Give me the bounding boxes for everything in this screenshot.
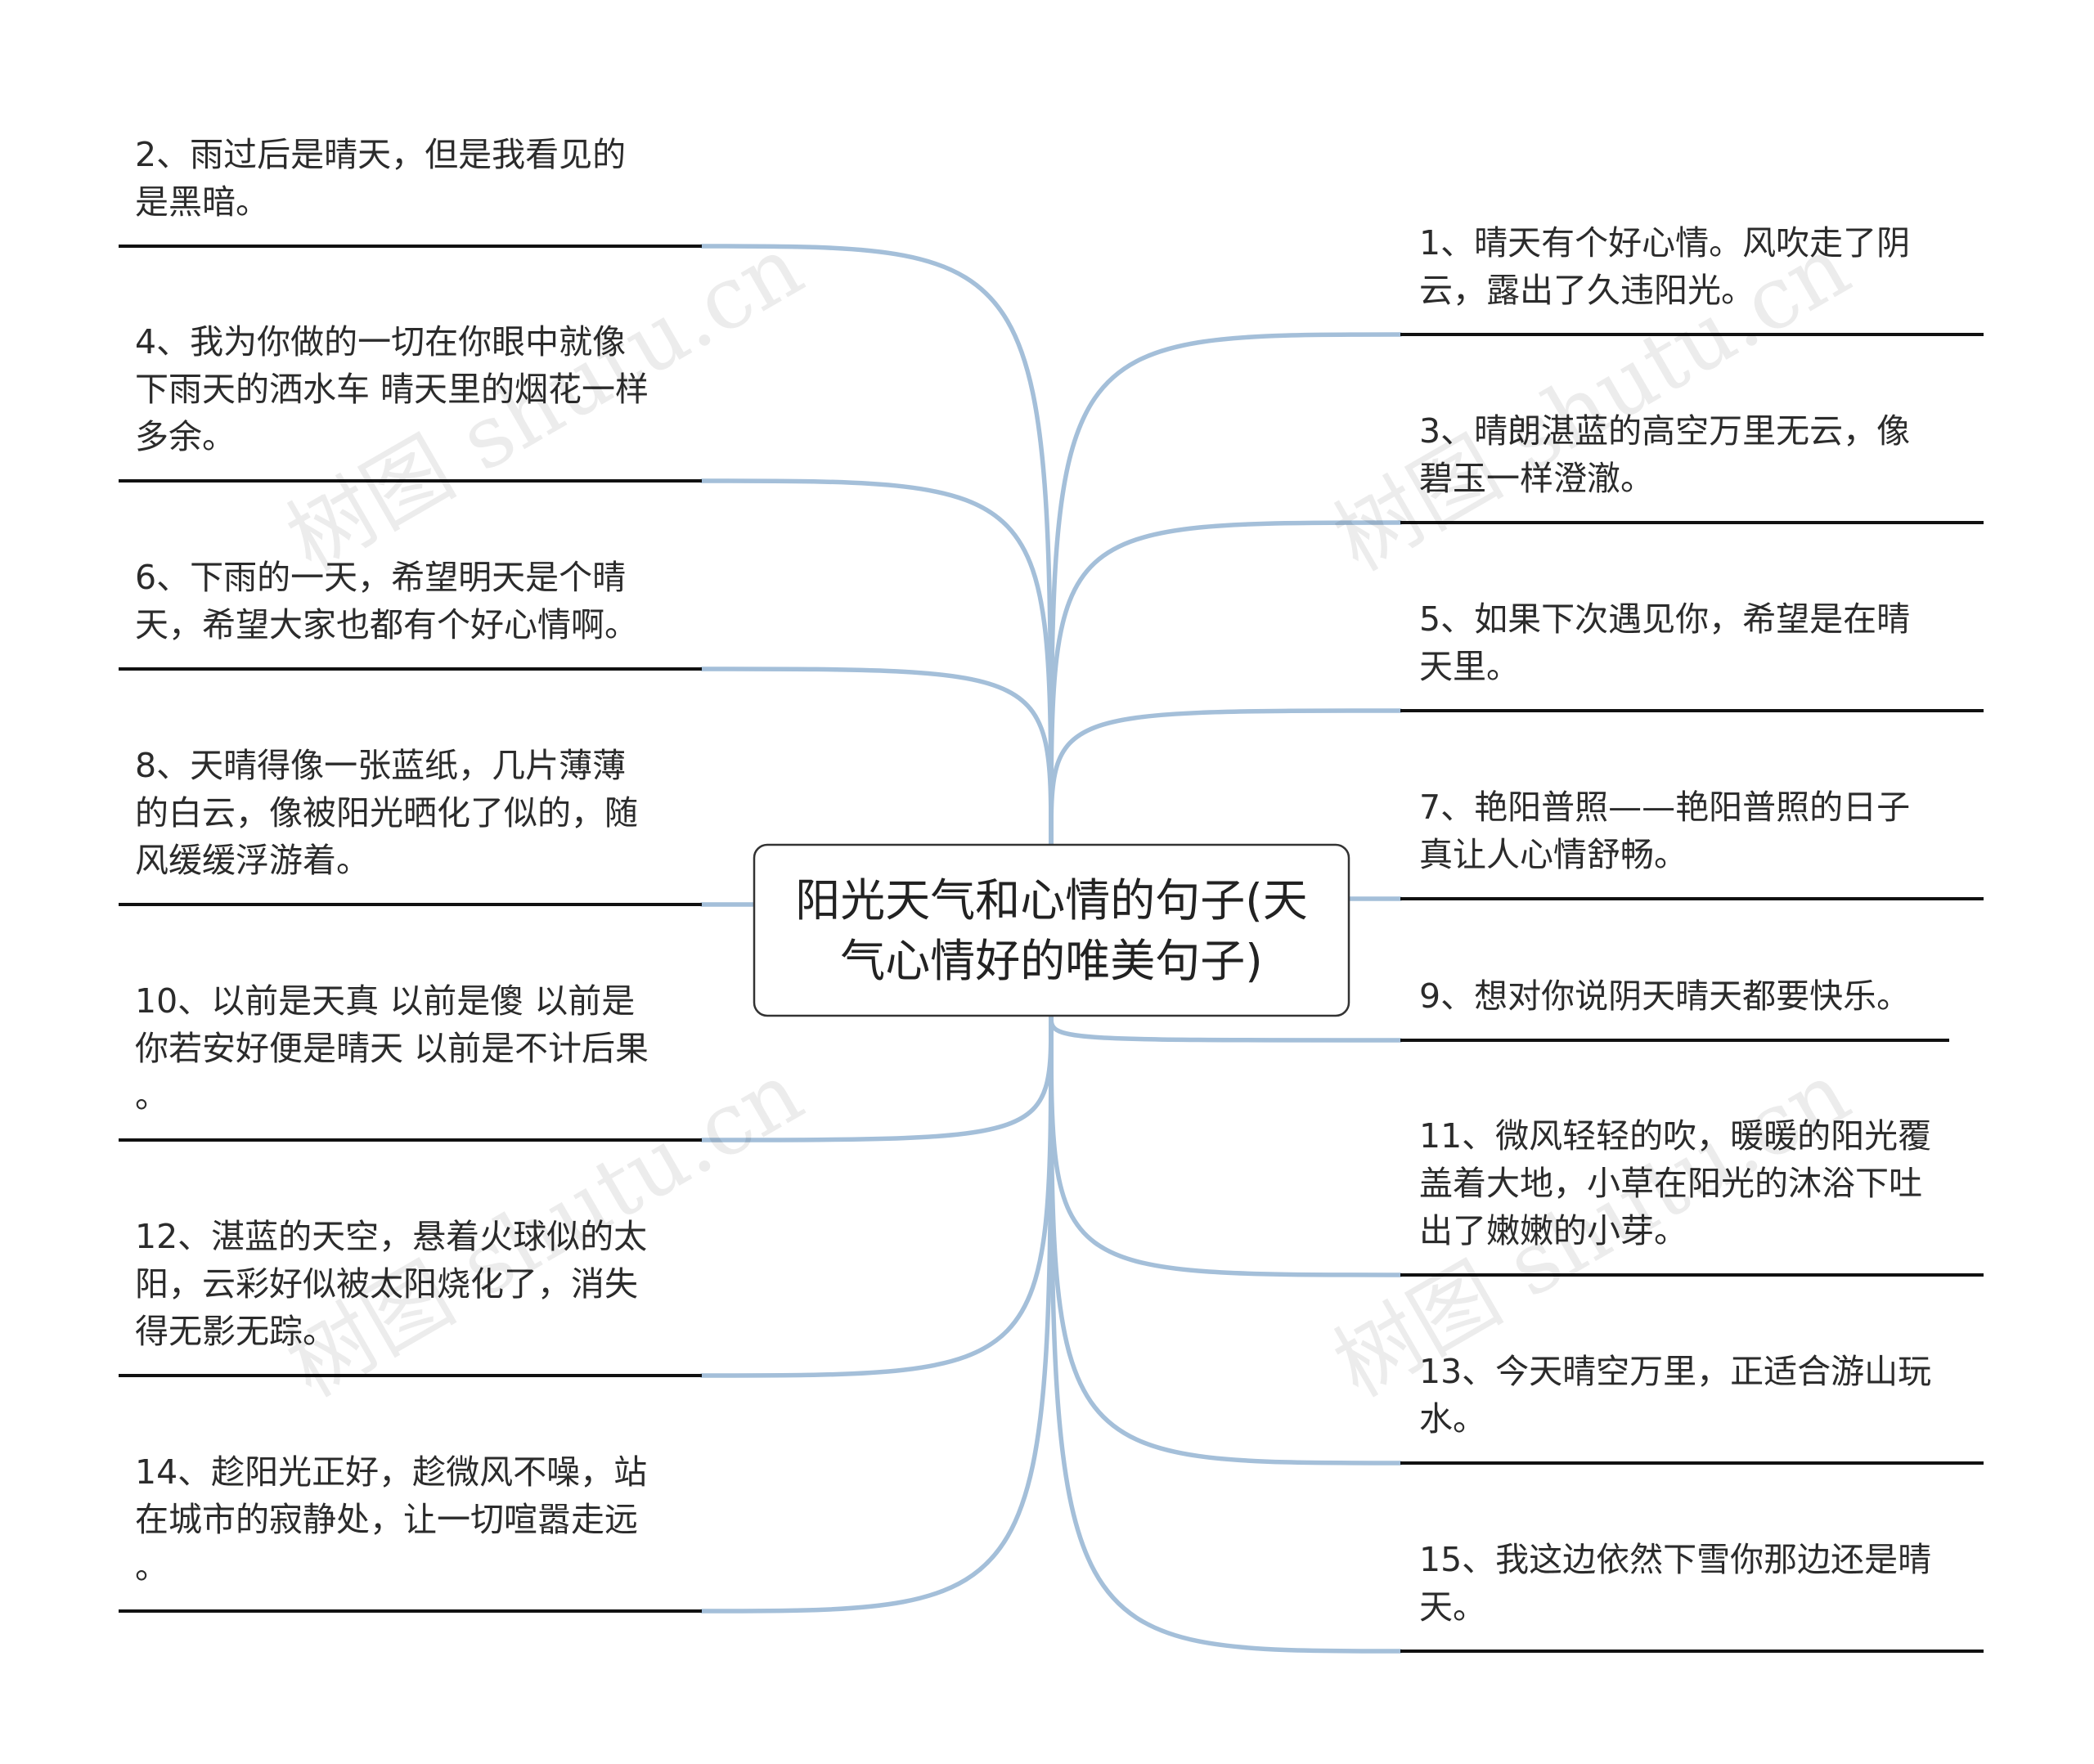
branch-text-line: 11、微风轻轻的吹，暖暖的阳光覆	[1419, 1116, 1931, 1156]
branch-connector-n3	[1049, 520, 1403, 847]
branch-text-line: 。	[135, 1076, 169, 1115]
branch-text-line: 4、我为你做的一切在你眼中就像	[135, 322, 626, 361]
branch-text-line: 真让人心情舒畅。	[1419, 835, 1687, 874]
branch-connector-n13	[1049, 1013, 1403, 1466]
root-title-line-1: 阳光天气和心情的句子(天	[795, 874, 1307, 927]
branch-text-line: 天，希望大家也都有个好心情啊。	[135, 605, 638, 644]
branch-connector-n5	[1049, 708, 1403, 847]
branch-text-line: 得无影无踪。	[135, 1312, 336, 1351]
branch-text-line: 2、雨过后是晴天，但是我看见的	[135, 135, 626, 174]
branch-text-line: 15、我这边依然下雪你那边还是晴	[1419, 1540, 1931, 1579]
branch-text-line: 14、趁阳光正好，趁微风不噪，站	[135, 1452, 647, 1492]
branch-text-line: 风缓缓浮游着。	[135, 841, 370, 880]
branch-connector-n6	[699, 667, 1054, 847]
branch-text-line: 出了嫩嫩的小芽。	[1419, 1211, 1687, 1250]
branch-text-line: 水。	[1419, 1399, 1486, 1439]
branch-text-line: 天。	[1419, 1587, 1486, 1627]
branch-text-line: 碧玉一样澄澈。	[1419, 459, 1654, 498]
branch-text-line: 13、今天晴空万里，正适合游山玩	[1419, 1352, 1931, 1391]
branch-text-line: 云，露出了久违阳光。	[1419, 271, 1755, 310]
branch-text-line: 5、如果下次遇见你，希望是在晴	[1419, 599, 1910, 639]
branch-text-line: 7、艳阳普照——艳阳普照的日子	[1419, 788, 1910, 827]
branch-text-line: 阳，云彩好似被太阳烧化了，消失	[135, 1264, 638, 1304]
root-node-box[interactable]	[753, 843, 1350, 1017]
branch-text-line: 的白云，像被阳光晒化了似的，随	[135, 793, 638, 833]
branch-text-line: 8、天晴得像一张蓝纸，几片薄薄	[135, 746, 626, 785]
branch-text-line: 在城市的寂静处，让一切喧嚣走远	[135, 1500, 638, 1539]
branch-text-line: 1、晴天有个好心情。风吹走了阴	[1419, 223, 1910, 263]
branch-text-line: 盖着大地，小草在阳光的沐浴下吐	[1419, 1164, 1922, 1203]
branch-text-line: 3、晴朗湛蓝的高空万里无云，像	[1419, 411, 1910, 451]
branch-text-line: 10、以前是天真 以前是傻 以前是	[135, 981, 635, 1021]
branch-connector-n2	[699, 244, 1054, 847]
branch-node-n9[interactable]: 9、想对你说阴天晴天都要快乐。	[1419, 976, 1910, 1016]
branch-text-line: 。	[135, 1547, 169, 1587]
branch-connector-n15	[1049, 1013, 1403, 1654]
branch-text-line: 12、湛蓝的天空，悬着火球似的太	[135, 1217, 647, 1256]
underline-layer	[119, 245, 1984, 1653]
branch-text-line: 是黑暗。	[135, 182, 269, 222]
branch-text-line: 9、想对你说阴天晴天都要快乐。	[1419, 976, 1910, 1016]
branch-text-line: 下雨天的洒水车 晴天里的烟花一样	[135, 370, 649, 409]
branch-connector-n1	[1049, 332, 1403, 847]
root-node[interactable]: 阳光天气和心情的句子(天 气心情好的唯美句子)	[753, 843, 1350, 1017]
branch-text-line: 多余。	[135, 417, 236, 456]
branch-connector-n11	[1049, 1013, 1403, 1277]
branch-text-line: 6、下雨的一天，希望明天是个晴	[135, 558, 626, 597]
root-title-line-2: 气心情好的唯美句子)	[840, 935, 1262, 987]
branch-connector-n9	[1049, 1013, 1403, 1043]
connector-layer	[699, 244, 1403, 1654]
branch-text-line: 天里。	[1419, 647, 1520, 686]
branch-text-line: 你若安好便是晴天 以前是不计后果	[135, 1029, 649, 1068]
branch-connector-n4	[699, 478, 1054, 847]
